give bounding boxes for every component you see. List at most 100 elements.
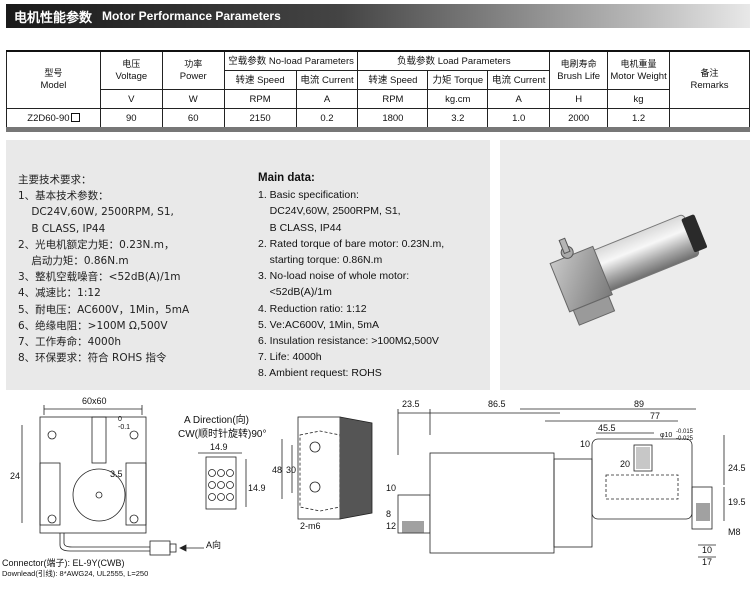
table-row: Z2D60-90 90 60 2150 0.2 1800 3.2 1.0 200… — [6, 108, 750, 129]
dim-label: M8 — [728, 527, 741, 537]
drawing-hatch — [402, 447, 710, 533]
en-line: B CLASS, IP44 — [258, 221, 342, 234]
cn-line: 启动力矩：0.86N.m — [18, 255, 129, 268]
dim-label: -0.025 — [676, 436, 694, 442]
en-line: 4. Reduction ratio: 1:12 — [258, 302, 367, 315]
dim-label: 3.5 — [110, 469, 123, 479]
dim-label: -0.1 — [118, 424, 130, 431]
model-cell: Z2D60-90 — [6, 108, 101, 129]
connector-label: Connector(端子): EL-9Y(CWB) — [2, 557, 125, 568]
side-bracket-drawing — [281, 416, 373, 520]
cn-line: DC24V,60W, 2500RPM, S1, — [18, 206, 174, 219]
dim-label: 12 — [386, 521, 396, 531]
unit-cell: A — [487, 89, 551, 109]
value-cell: 2150 — [223, 108, 297, 129]
en-line: starting torque: 0.86N.m — [258, 254, 383, 267]
dim-label: 24.5 — [728, 463, 746, 473]
dim-label: 20 — [620, 459, 630, 469]
dim-label: φ10 — [660, 432, 672, 439]
dim-label: 86.5 — [488, 399, 506, 409]
cn-line: 3、整机空载噪音：<52dB(A)/1m — [18, 271, 181, 284]
header-noload-current: 电流 Current — [295, 70, 359, 90]
cn-line: B CLASS, IP44 — [18, 222, 106, 235]
dim-label: 77 — [650, 411, 660, 421]
header-load-current: 电流 Current — [487, 70, 551, 90]
en-line: 5. Ve:AC600V, 1Min, 5mA — [258, 318, 380, 331]
en-line: 2. Rated torque of bare motor: 0.23N.m, — [258, 237, 445, 250]
table-header-row-2: 转速 Speed 电流 Current 转速 Speed 力矩 Torque 电… — [7, 70, 750, 90]
a-direction-subtitle: CW(顺时针旋转)90° — [178, 427, 266, 440]
en-line: <52dB(A)/1m — [258, 286, 332, 299]
main-data-title: Main data: — [258, 172, 315, 184]
cn-line: 8、环保要求：符合 ROHS 指令 — [18, 352, 167, 365]
remarks-cell — [669, 108, 750, 129]
dim-label: 45.5 — [598, 423, 616, 433]
en-line: 8. Ambient request: ROHS — [258, 367, 382, 380]
checkbox-square-icon — [70, 113, 80, 123]
dim-label: 0 — [118, 416, 122, 423]
unit-cell: V — [99, 89, 163, 109]
dim-label: 24 — [10, 471, 20, 481]
banner-title-cn: 电机性能参数 — [14, 10, 93, 26]
technical-drawings: 60x60 0 -0.1 24 3.5 A向 Connector(端子): EL… — [2, 396, 746, 578]
side-profile-drawing — [397, 408, 725, 558]
dim-label: 60x60 — [82, 396, 107, 406]
unit-cell: A — [295, 89, 359, 109]
unit-cell: H — [549, 89, 609, 109]
downlead-label: Downlead(引线): 8*AWG24, UL2555, L=250 — [2, 568, 148, 578]
en-line: 3. No-load noise of whole motor: — [258, 270, 410, 283]
dim-label: 14.9 — [248, 483, 266, 493]
cn-line: 主要技术要求： — [18, 174, 92, 186]
cn-line: 5、耐电压：AC600V，1Min，5mA — [18, 303, 190, 316]
header-load-speed: 转速 Speed — [357, 70, 429, 90]
unit-cell: kg — [607, 89, 671, 109]
value-cell: 60 — [161, 108, 225, 129]
value-cell: 2000 — [549, 108, 609, 129]
value-cell: 3.2 — [427, 108, 489, 129]
unit-cell: kg.cm — [427, 89, 489, 109]
header-load: 负载参数 Load Parameters — [357, 50, 551, 71]
front-flange-drawing — [21, 405, 204, 556]
a-direction-title: A Direction(向) — [184, 413, 249, 426]
dim-label: 19.5 — [728, 497, 746, 507]
header-noload: 空载参数 No-load Parameters — [223, 50, 359, 71]
motor-illustration — [549, 214, 707, 326]
dim-label: 23.5 — [402, 399, 420, 409]
cn-line: 6、绝缘电阻：>100M Ω,500V — [18, 319, 168, 332]
dim-label: -0.015 — [676, 429, 694, 435]
banner-title-en: Motor Performance Parameters — [102, 9, 281, 23]
dim-label: 14.9 — [210, 442, 228, 452]
dim-label: 10 — [580, 439, 590, 449]
table-units-row: V W RPM A RPM kg.cm A H kg — [7, 89, 750, 109]
value-cell: 1.0 — [487, 108, 551, 129]
unit-cell: RPM — [223, 89, 297, 109]
dim-label: 8 — [386, 509, 391, 519]
main-data-panel: 主要技术要求： 1、基本技术参数： DC24V,60W, 2500RPM, S1… — [6, 140, 490, 390]
dim-label: 17 — [702, 557, 712, 567]
value-cell: 0.2 — [295, 108, 359, 129]
section-divider — [6, 127, 750, 132]
en-line: DC24V,60W, 2500RPM, S1, — [258, 205, 401, 218]
header-noload-speed: 转速 Speed — [223, 70, 297, 90]
header-load-torque: 力矩 Torque — [427, 70, 489, 90]
main-data-cn: 主要技术要求： 1、基本技术参数： DC24V,60W, 2500RPM, S1… — [18, 172, 189, 366]
dim-label: 10 — [386, 483, 396, 493]
cn-line: 4、减速比：1:12 — [18, 287, 101, 300]
dim-label: 89 — [634, 399, 644, 409]
unit-cell: W — [161, 89, 225, 109]
en-line: 7. Life: 4000h — [258, 351, 322, 364]
product-photo — [500, 140, 750, 390]
connector-drawing — [198, 452, 247, 510]
dim-label: 10 — [702, 545, 712, 555]
dim-label: 30 — [286, 465, 296, 475]
unit-cell: RPM — [357, 89, 429, 109]
value-cell: 1800 — [357, 108, 429, 129]
cn-line: 1、基本技术参数： — [18, 190, 109, 203]
section-banner: 电机性能参数 Motor Performance Parameters — [6, 4, 750, 28]
